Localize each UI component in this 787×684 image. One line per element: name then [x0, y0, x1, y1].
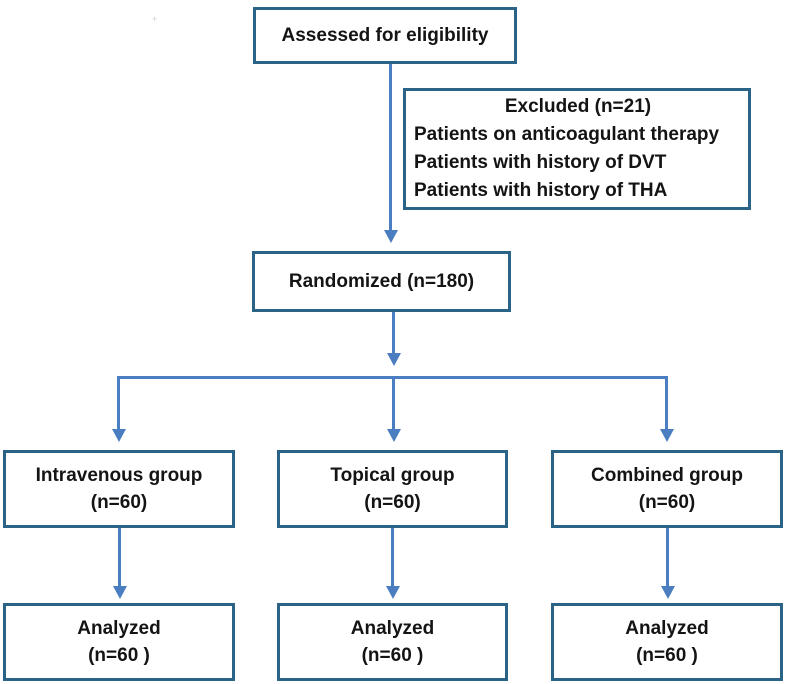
arrow-line-randomized-to-branch — [392, 312, 395, 354]
analyzed-n: (n=60 ) — [361, 645, 424, 666]
arrow-line-branch-to-topical — [392, 376, 395, 430]
analyzed-label: Analyzed — [77, 618, 161, 639]
node-randomized: Randomized (n=180) — [252, 251, 511, 312]
node-analyzed-intravenous: Analyzed (n=60 ) — [3, 603, 235, 681]
node-excluded: Excluded (n=21) Patients on anticoagulan… — [403, 88, 751, 210]
analyzed-label: Analyzed — [625, 618, 709, 639]
arrowhead-to-intravenous — [112, 429, 126, 442]
group-n: (n=60) — [90, 492, 148, 513]
scan-artifact-dot: + — [152, 14, 158, 24]
node-intravenous-group: Intravenous group (n=60) — [3, 450, 235, 528]
excluded-title: Excluded (n=21) — [504, 96, 652, 117]
analyzed-n: (n=60 ) — [88, 645, 150, 666]
arrow-line-branch-to-intravenous — [117, 376, 120, 430]
group-n: (n=60) — [364, 492, 421, 513]
excluded-reason: Patients with history of THA — [414, 180, 668, 201]
group-name: Topical group — [330, 465, 455, 486]
arrowhead-to-branch — [387, 353, 401, 366]
analyzed-n: (n=60 ) — [636, 645, 698, 666]
arrow-line-intravenous-to-analyzed — [118, 528, 121, 587]
node-analyzed-topical: Analyzed (n=60 ) — [277, 603, 508, 681]
node-combined-group: Combined group (n=60) — [551, 450, 783, 528]
arrow-line-branch-to-combined — [665, 376, 668, 430]
arrowhead-intravenous-analyzed — [113, 586, 127, 599]
excluded-reason: Patients on anticoagulant therapy — [414, 124, 720, 145]
arrowhead-topical-analyzed — [386, 586, 400, 599]
arrow-line-combined-to-analyzed — [666, 528, 669, 587]
node-label: Randomized (n=180) — [288, 271, 475, 292]
excluded-reason: Patients with history of DVT — [414, 152, 667, 173]
group-n: (n=60) — [638, 492, 696, 513]
node-label: Assessed for eligibility — [281, 25, 489, 46]
arrowhead-to-randomized — [384, 230, 398, 243]
arrowhead-combined-analyzed — [661, 586, 675, 599]
arrow-line-assessed-to-randomized — [389, 64, 392, 231]
arrowhead-to-topical — [387, 429, 401, 442]
node-analyzed-combined: Analyzed (n=60 ) — [551, 603, 783, 681]
group-name: Intravenous group — [35, 465, 203, 486]
analyzed-label: Analyzed — [350, 618, 435, 639]
node-assessed-for-eligibility: Assessed for eligibility — [253, 7, 517, 64]
arrow-line-topical-to-analyzed — [391, 528, 394, 587]
node-topical-group: Topical group (n=60) — [277, 450, 508, 528]
arrowhead-to-combined — [660, 429, 674, 442]
group-name: Combined group — [591, 465, 743, 486]
